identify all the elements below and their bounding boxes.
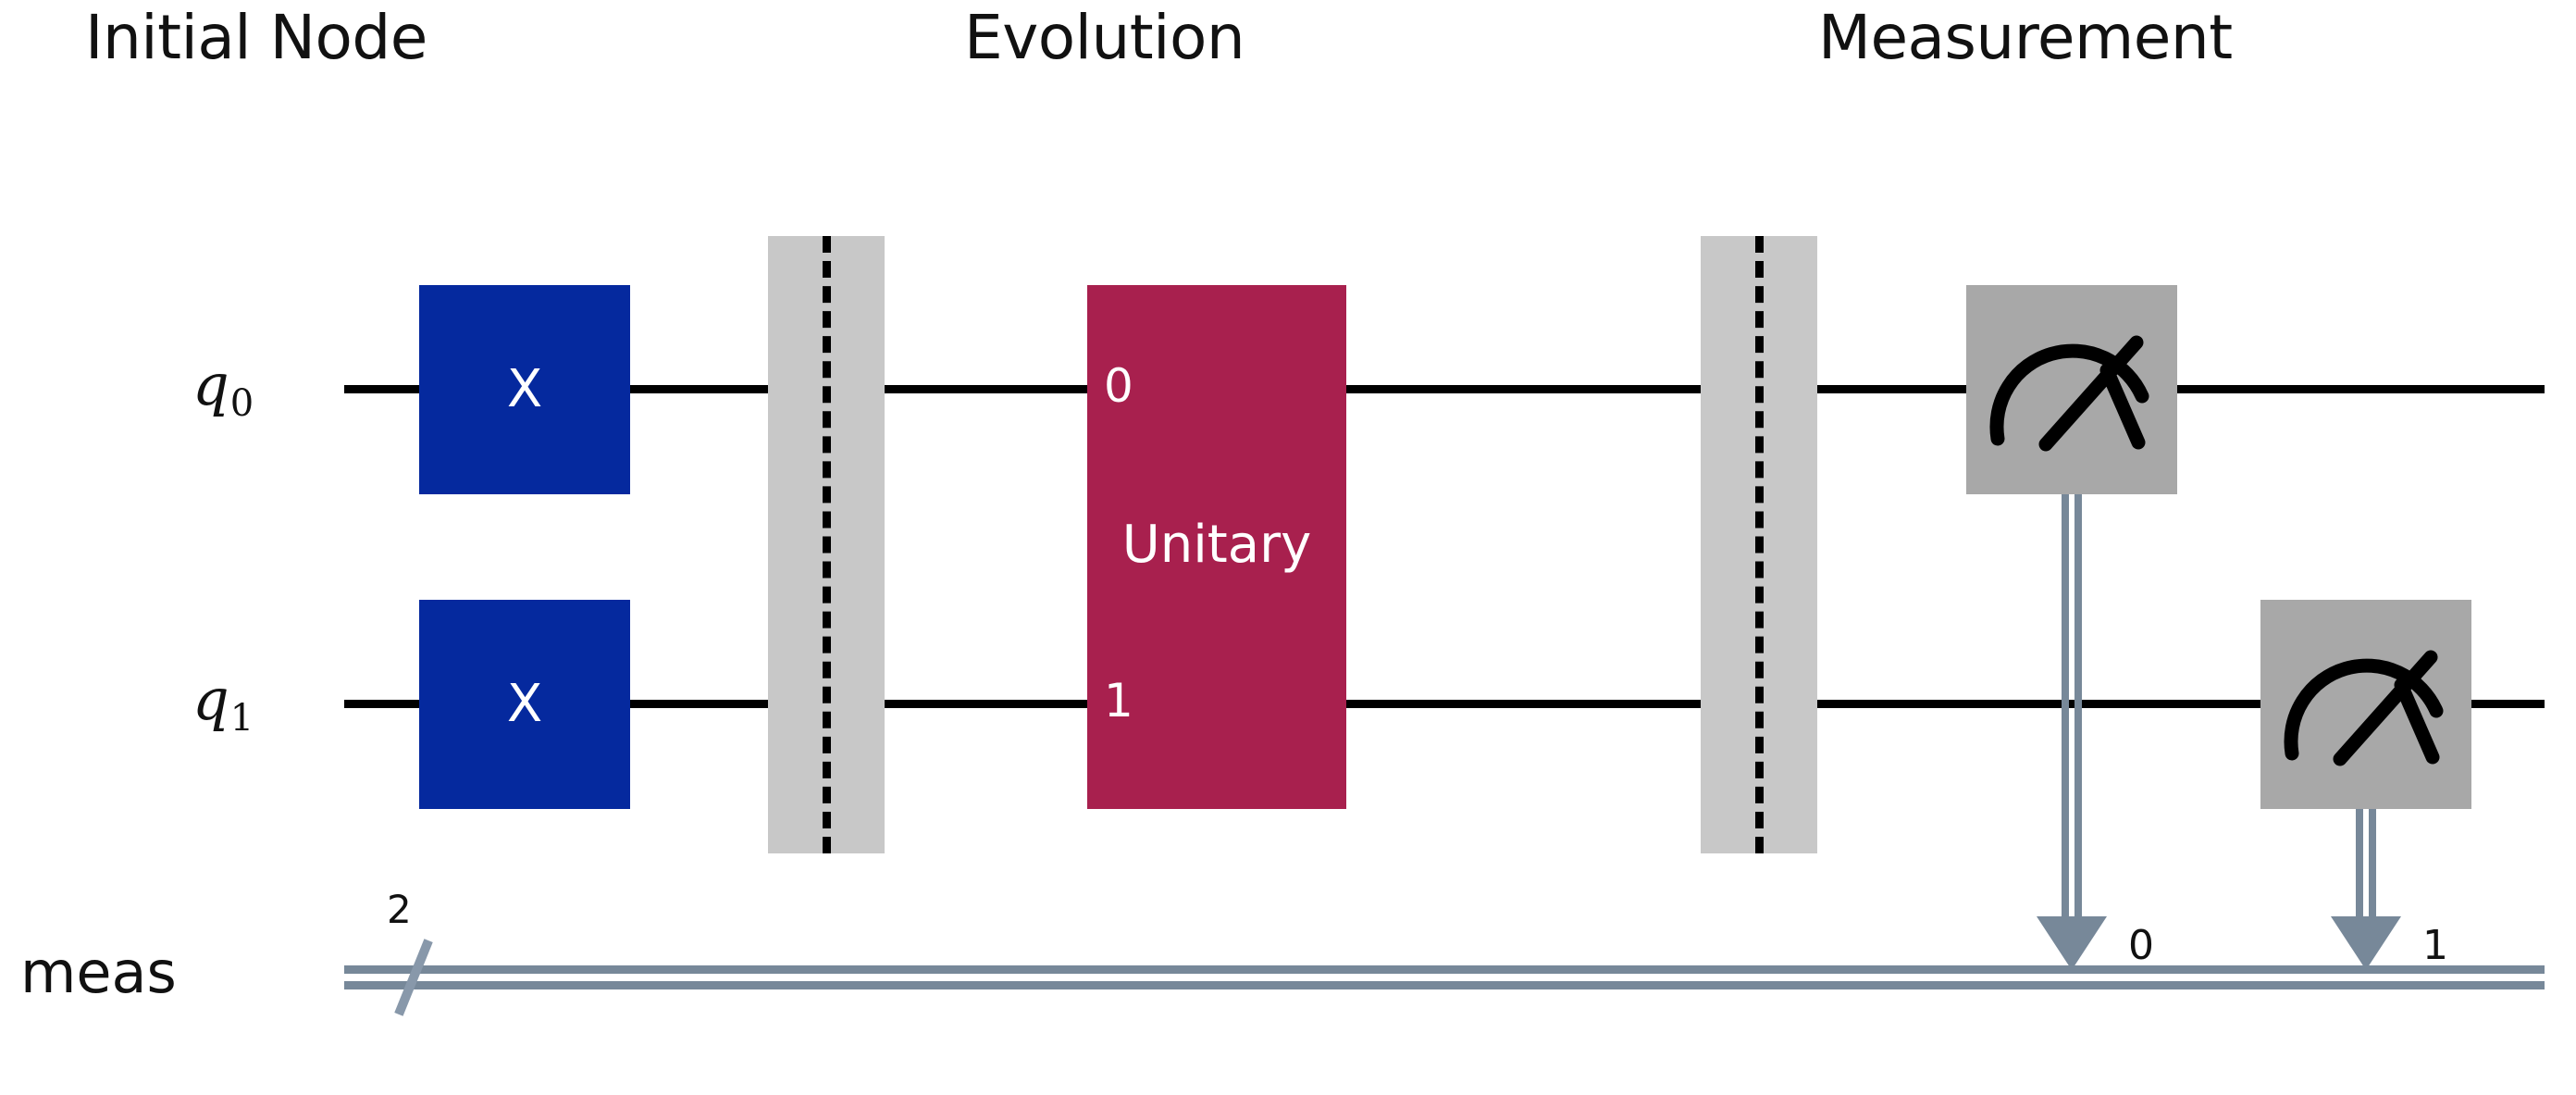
classical-feed-line-1-left	[2356, 809, 2363, 929]
gate-unitary-label: Unitary	[1121, 515, 1312, 575]
quantum-wire-q0	[344, 385, 2545, 393]
classical-feed-line-0	[2060, 494, 2084, 929]
section-header-initial-node: Initial Node	[85, 2, 427, 73]
classical-feed-label-0: 0	[2128, 922, 2154, 969]
register-label-q0-index: 0	[229, 382, 254, 425]
barrier-dashed-line-2	[1755, 236, 1764, 853]
section-header-evolution: Evolution	[964, 2, 1245, 73]
classical-feed-line-1-right	[2369, 809, 2376, 929]
section-header-measurement: Measurement	[1818, 2, 2233, 73]
register-label-meas: meas	[20, 939, 177, 1006]
register-label-q1-name: q	[192, 666, 229, 733]
classical-wire-meas	[344, 965, 2545, 989]
gate-x-q1[interactable]: X	[419, 600, 630, 809]
classical-feed-line-0-left	[2062, 494, 2069, 929]
register-label-q0: q0	[192, 356, 254, 423]
barrier-dashed-line-1	[823, 236, 831, 853]
meter-icon	[1989, 335, 2149, 452]
gate-measure-q0[interactable]	[1966, 285, 2177, 494]
gate-x-q0-label: X	[506, 359, 543, 419]
gate-unitary-port-0: 0	[1104, 359, 1133, 413]
gate-unitary[interactable]: 0 Unitary 1	[1087, 285, 1346, 809]
gate-unitary-port-1: 1	[1104, 674, 1133, 728]
meter-icon	[2284, 650, 2444, 766]
register-label-q1-index: 1	[229, 697, 254, 740]
quantum-wire-q1	[344, 700, 2545, 708]
classical-feed-line-1	[2354, 809, 2378, 929]
classical-feed-arrow-0	[2037, 916, 2107, 970]
gate-measure-q1[interactable]	[2260, 600, 2471, 809]
gate-x-q1-label: X	[506, 674, 543, 734]
classical-feed-arrow-1	[2331, 916, 2401, 970]
register-label-q0-name: q	[192, 351, 229, 418]
classical-feed-line-0-right	[2074, 494, 2082, 929]
register-label-q1: q1	[192, 671, 254, 738]
classical-wire-bit-count: 2	[387, 887, 412, 932]
classical-feed-label-1: 1	[2422, 922, 2448, 969]
gate-x-q0[interactable]: X	[419, 285, 630, 494]
